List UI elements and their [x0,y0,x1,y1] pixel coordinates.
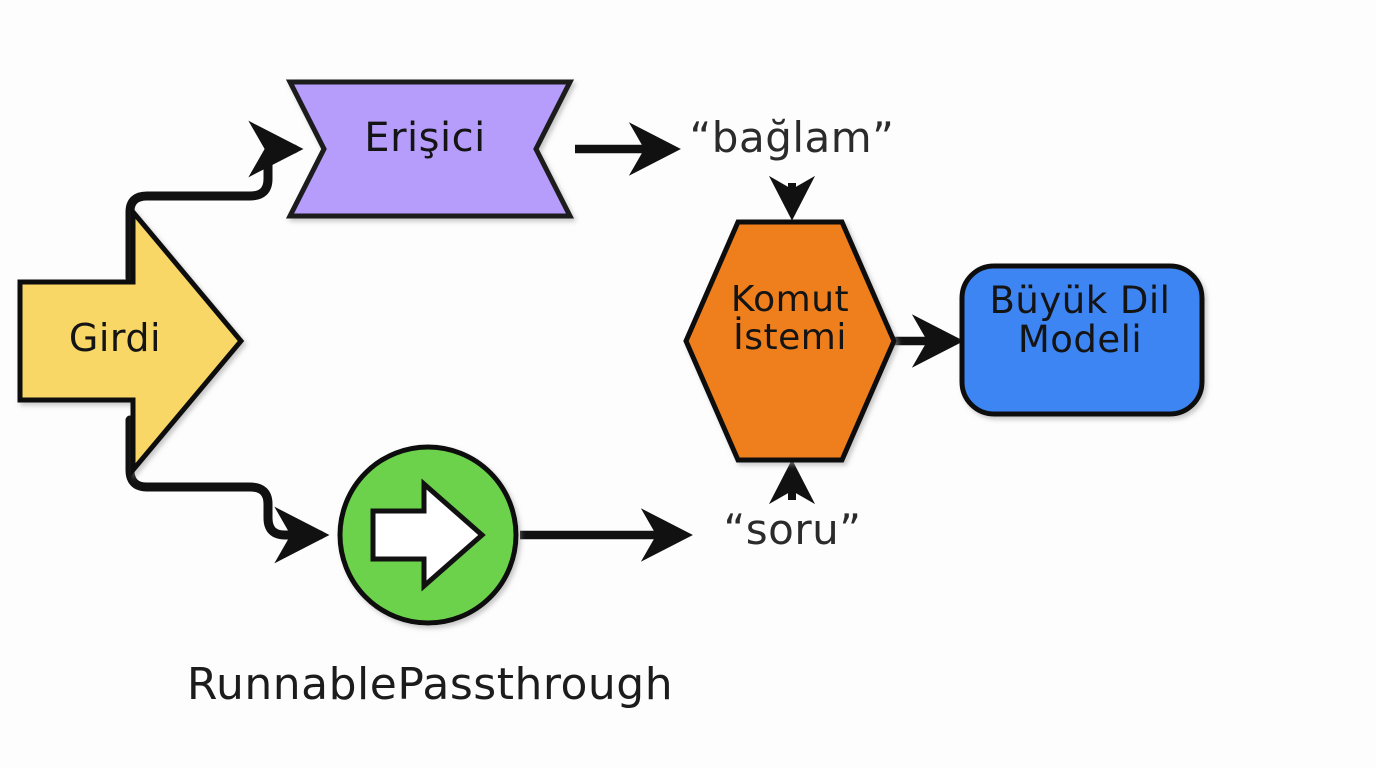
komut-istemi-hexagon-shape[interactable] [683,219,897,463]
erisici-shape-group[interactable] [285,79,575,219]
girdi-arrow-shape[interactable] [17,205,245,477]
erisici-ribbon-shape[interactable] [285,79,575,219]
right-arrow-outline-icon [370,478,486,592]
edge-girdi-to-passthrough [125,415,330,564]
buyuk-dil-modeli-rect-shape[interactable] [959,263,1205,417]
girdi-shape-group[interactable] [17,205,245,477]
buyuk-dil-modeli-shape-group[interactable] [959,263,1205,417]
runnable-passthrough-shape-group[interactable] [337,444,519,626]
komut-istemi-shape-group[interactable] [683,219,897,463]
edge-girdi-to-erisici [125,120,304,283]
